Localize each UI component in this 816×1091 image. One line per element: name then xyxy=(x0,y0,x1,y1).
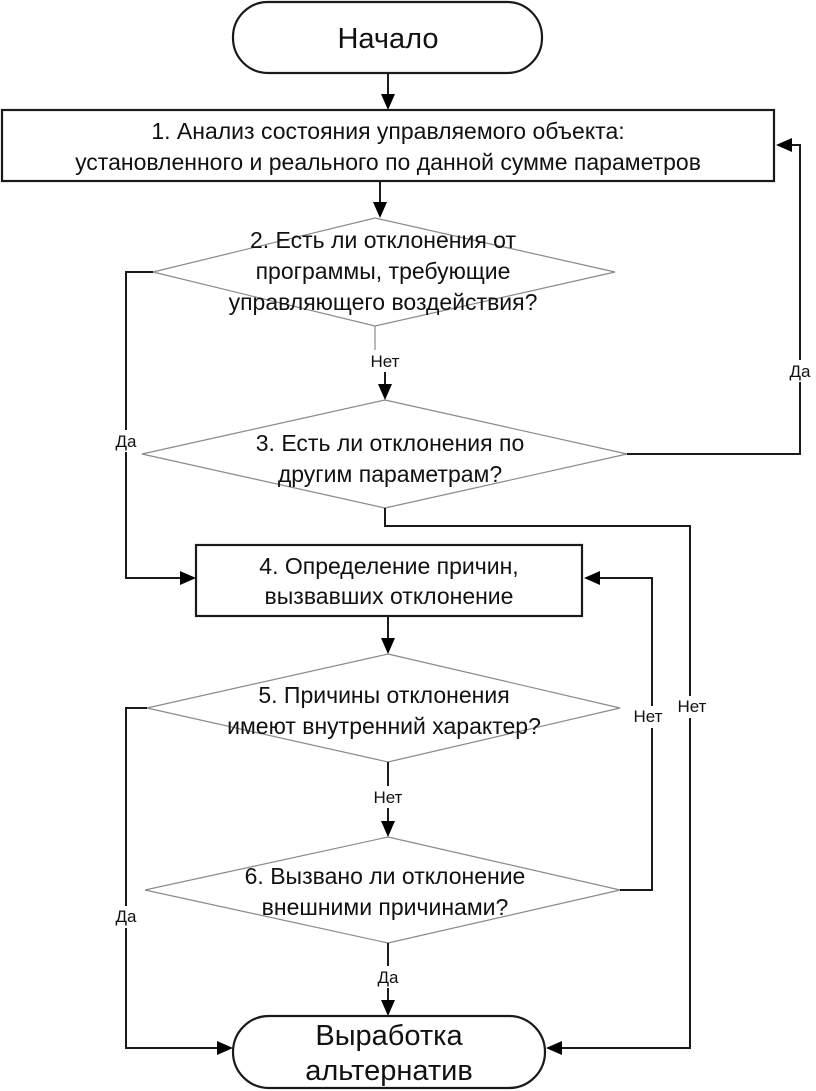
decision-5-line-1: 5. Причины отклонения xyxy=(258,682,509,708)
arrow-down-icon xyxy=(381,821,395,837)
arrow-down-icon xyxy=(381,94,395,110)
edge-5-to-end xyxy=(125,707,219,1049)
end-line-2: альтернатив xyxy=(305,1055,473,1087)
decision-2-line-3: управляющего воздействия? xyxy=(229,289,538,315)
arrow-down-icon xyxy=(381,1000,395,1016)
edge-label-3-to-end: Нет xyxy=(678,697,707,716)
decision-3-line-1: 3. Есть ли отклонения по xyxy=(256,430,524,456)
decision-6-line-1: 6. Вызвано ли отклонение xyxy=(245,863,526,889)
decision-2-line-2: программы, требующие xyxy=(256,258,511,284)
arrow-down-icon xyxy=(378,384,392,400)
start-label: Начало xyxy=(337,23,438,55)
edge-3-to-1 xyxy=(627,144,801,455)
edge-label-5-to-end: Да xyxy=(116,907,138,926)
edge-label-2-to-3: Нет xyxy=(371,352,400,371)
arrow-left-icon xyxy=(584,571,600,585)
edge-label-6-to-4: Нет xyxy=(634,707,663,726)
decision-diamond-6 xyxy=(144,836,621,944)
arrow-left-icon xyxy=(546,1041,562,1055)
process-1-line-1: 1. Анализ состояния управляемого объекта… xyxy=(151,118,624,144)
end-line-1: Выработка xyxy=(315,1020,463,1052)
edge-2-to-4 xyxy=(125,271,182,579)
edge-6-to-4 xyxy=(598,577,653,891)
decision-3-line-2: другим параметрам? xyxy=(278,461,502,487)
arrow-right-icon xyxy=(217,1041,233,1055)
decision-5-line-2: имеют внутренний характер? xyxy=(227,713,541,739)
process-box-1 xyxy=(0,108,776,183)
edge-label-2-to-4: Да xyxy=(116,432,138,451)
edge-label-5-to-6: Нет xyxy=(374,788,403,807)
edge-label-6-to-end: Да xyxy=(378,968,400,987)
end-terminal xyxy=(231,1014,547,1090)
arrow-down-icon xyxy=(381,638,395,654)
edge-label-3-to-1: Да xyxy=(790,362,812,381)
arrow-down-icon xyxy=(373,202,387,218)
decision-2-line-1: 2. Есть ли отклонения от xyxy=(250,227,517,253)
arrow-right-icon xyxy=(180,571,196,585)
arrow-left-icon xyxy=(776,138,792,152)
decision-diamond-5 xyxy=(146,653,621,763)
process-4-line-1: 4. Определение причин, xyxy=(259,553,518,579)
process-4-line-2: вызвавших отклонение xyxy=(265,583,514,609)
process-1-line-2: установленного и реального по данной сум… xyxy=(75,149,701,175)
edge-3-to-end xyxy=(384,508,691,1049)
decision-6-line-2: внешними причинами? xyxy=(262,894,509,920)
